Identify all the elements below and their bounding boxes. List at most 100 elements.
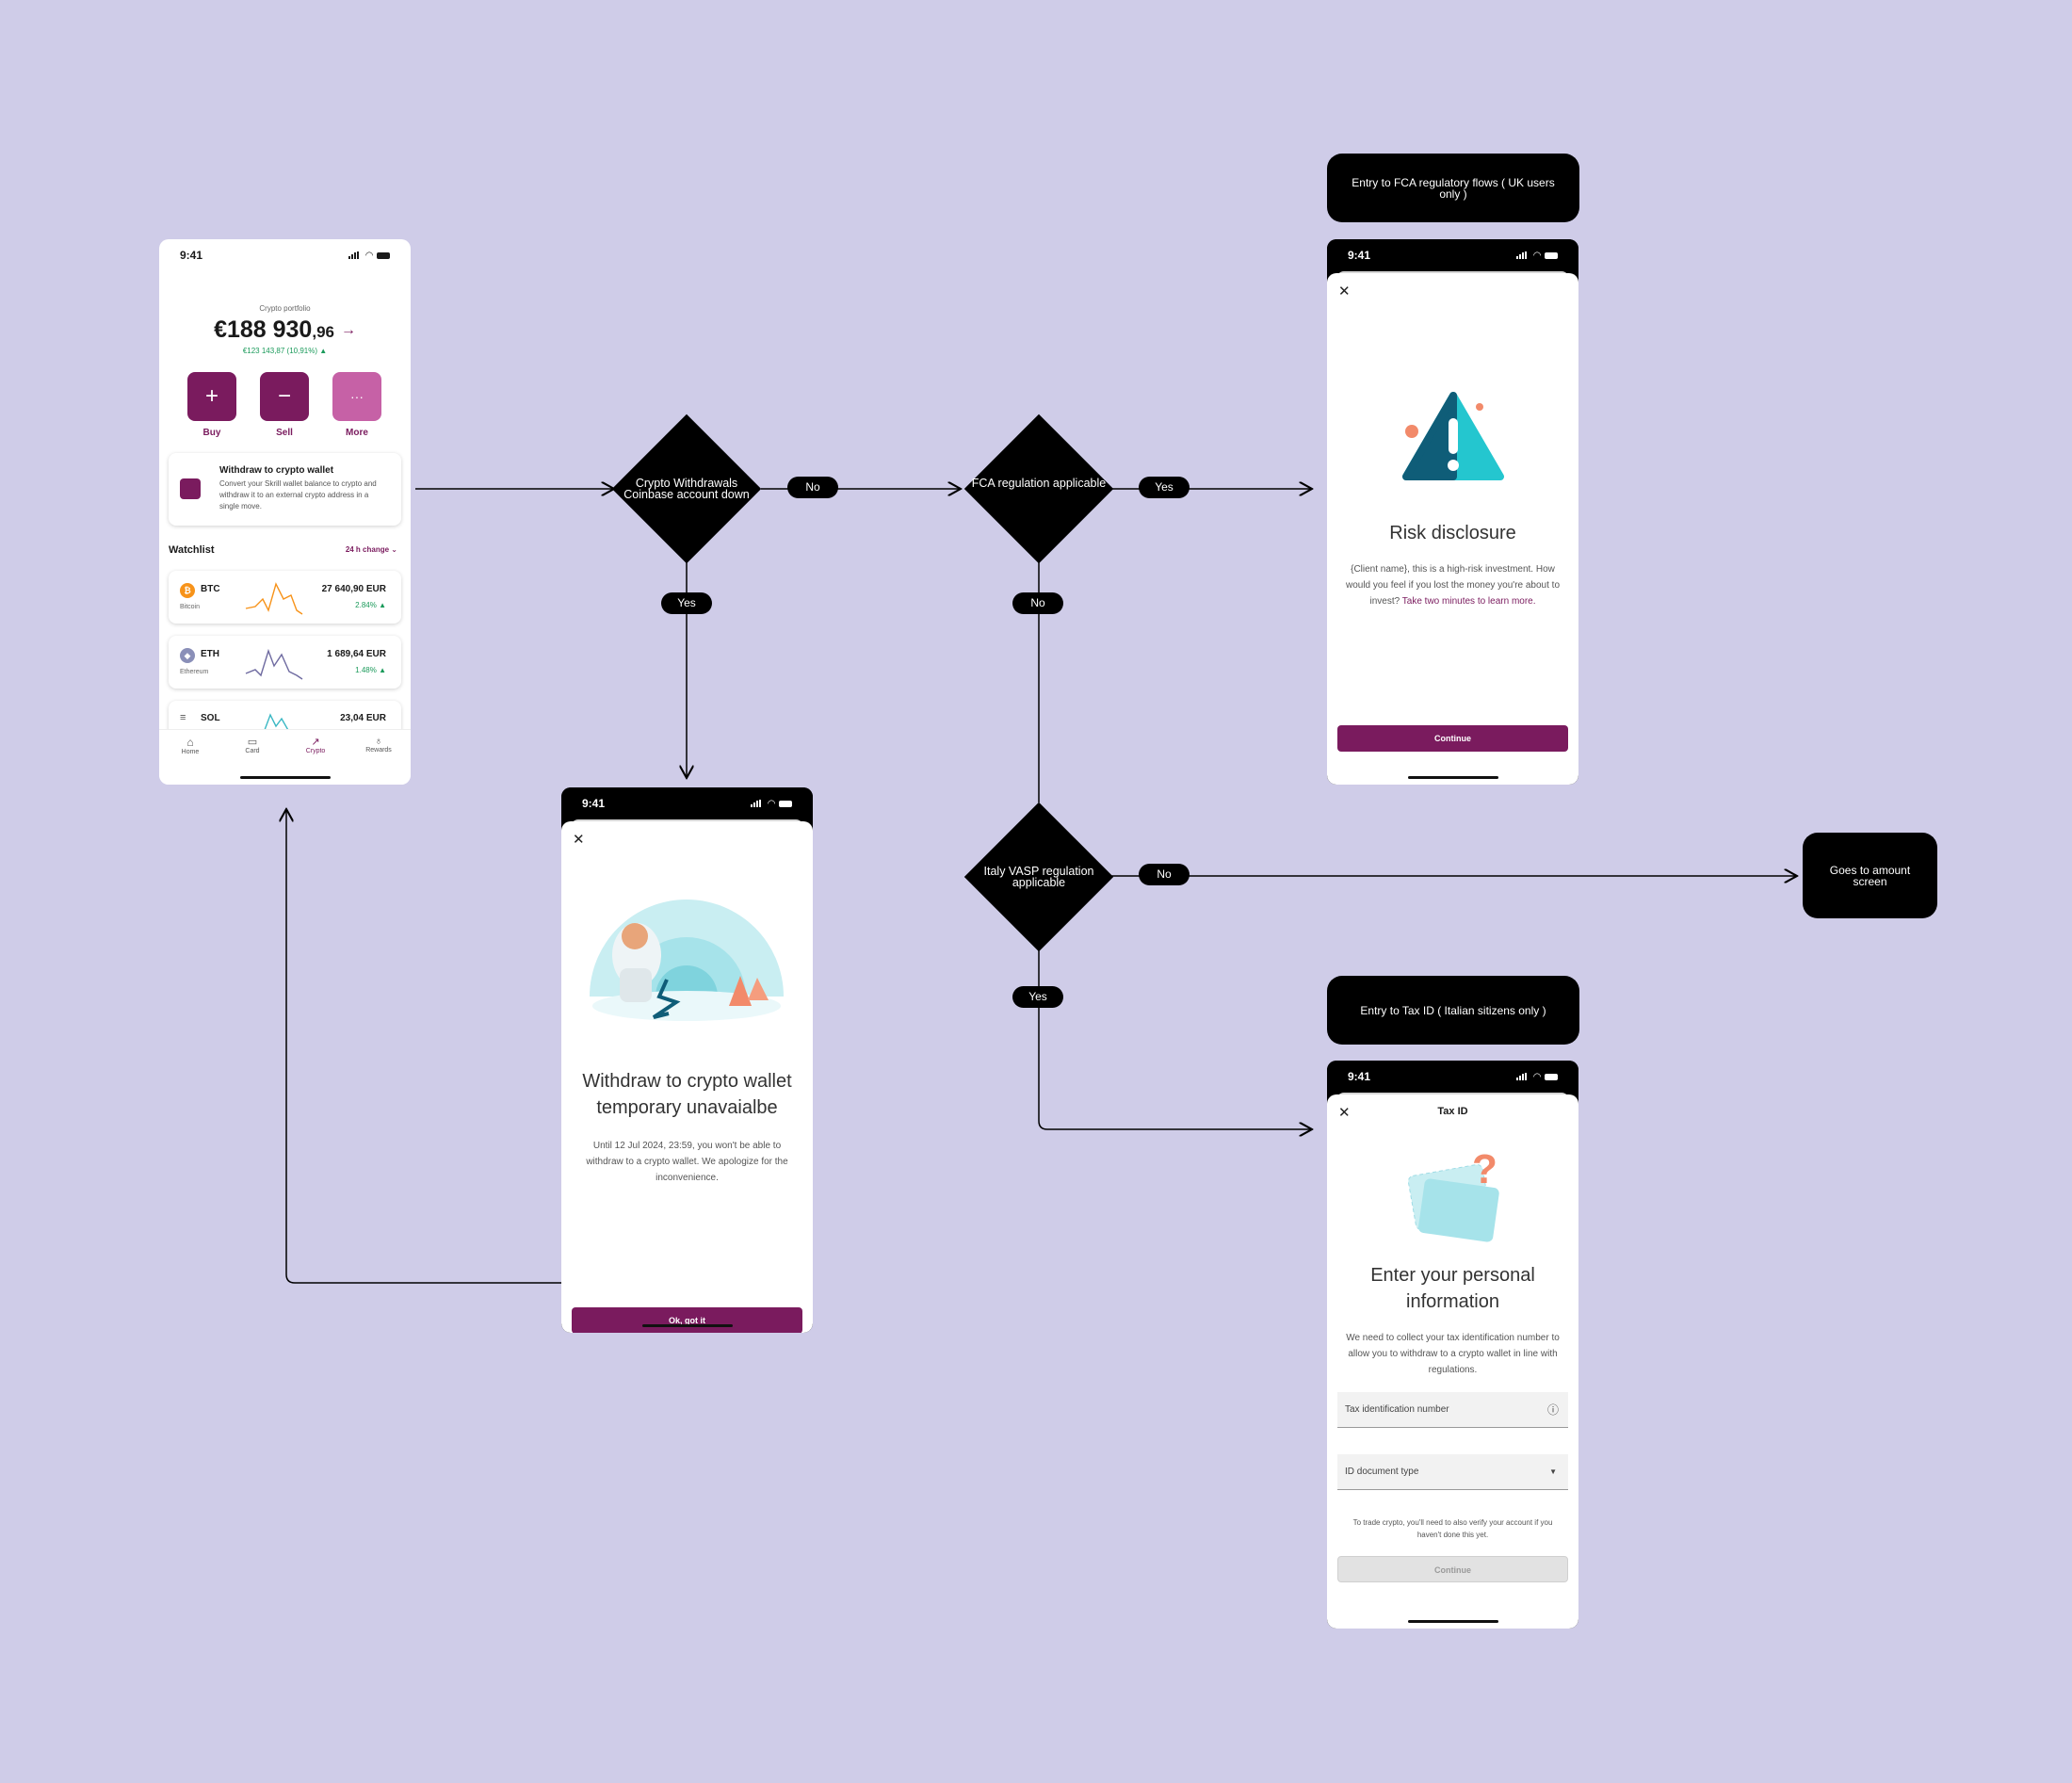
home-indicator (1407, 776, 1498, 779)
bottom-tab-bar: ⌂Home ▭Card ↗Crypto ♁Rewards (159, 729, 411, 785)
signal-icon (751, 800, 764, 807)
wifi-icon: ◠ (365, 250, 373, 261)
caret-up-icon: ▲ (379, 601, 386, 609)
risk-body-text: {Client name}, this is a high-risk inves… (1345, 564, 1561, 607)
coin-symbol: BTC (201, 584, 220, 594)
caret-down-icon: ▼ (1549, 1467, 1557, 1476)
plus-icon: + (204, 383, 219, 409)
buy-button[interactable]: + (187, 372, 236, 421)
note-fca-entry: Entry to FCA regulatory flows ( UK users… (1327, 154, 1579, 222)
pill-yes-d3: Yes (1012, 986, 1063, 1008)
solana-icon: ≡ (180, 712, 186, 723)
home-indicator (641, 1324, 733, 1327)
status-time: 9:41 (582, 797, 606, 810)
tax-id-input[interactable]: Tax identification number ⓘ (1337, 1392, 1568, 1428)
risk-title: Risk disclosure (1389, 523, 1516, 543)
taxid-footnote: To trade crypto, you'll need to also ver… (1352, 1518, 1553, 1539)
tax-id-placeholder: Tax identification number (1345, 1404, 1449, 1415)
status-bar: 9:41 ◠ (1327, 239, 1578, 271)
portfolio-amount-main: €188 930 (214, 316, 313, 343)
svg-text:?: ? (1472, 1146, 1497, 1192)
ok-got-it-button[interactable]: Ok, got it (572, 1307, 802, 1333)
wifi-icon: ◠ (1533, 250, 1541, 261)
watchlist-row-eth[interactable]: ◆ ETH Ethereum 1 689,64 EUR 1.48% ▲ (169, 636, 401, 689)
sheet-header-title: Tax ID (1437, 1106, 1468, 1117)
crypto-chart-icon: ↗ (311, 737, 320, 748)
battery-icon (1545, 1073, 1558, 1080)
status-time: 9:41 (1348, 1070, 1371, 1083)
decision-fca-label: FCA regulation applicable (971, 477, 1107, 490)
close-icon[interactable]: ✕ (1338, 1105, 1351, 1121)
withdraw-promo-card[interactable]: Withdraw to crypto wallet Convert your S… (169, 453, 401, 526)
sheet: ✕ Withdraw to crypto wallet temporary un… (561, 821, 813, 1333)
pill-no-d2: No (1012, 592, 1063, 614)
tab-crypto[interactable]: ↗Crypto (299, 736, 332, 754)
note-taxid-entry: Entry to Tax ID ( Italian sitizens only … (1327, 976, 1579, 1045)
withdraw-unavailable-screen: 9:41 ◠ ✕ Withdraw to crypto wallet tempo… (561, 787, 813, 1333)
caret-up-icon: ▲ (319, 347, 328, 355)
coin-price: 1 689,64 EUR (327, 649, 386, 659)
promo-title: Withdraw to crypto wallet (219, 465, 334, 476)
status-time: 9:41 (1348, 249, 1371, 262)
yeti-illustration (590, 900, 784, 1021)
portfolio-label: Crypto portfolio (259, 304, 311, 313)
home-icon: ⌂ (186, 736, 194, 749)
tab-rewards-label: Rewards (365, 747, 392, 754)
arrow-right-icon[interactable]: → (340, 322, 356, 338)
home-indicator (239, 776, 331, 779)
help-circle-icon[interactable]: ⓘ (1546, 1403, 1559, 1417)
coin-price: 27 640,90 EUR (321, 584, 386, 594)
pill-no-d3: No (1139, 864, 1190, 885)
pill-yes-d1: Yes (661, 592, 712, 614)
tab-card-label: Card (245, 748, 260, 754)
tab-card[interactable]: ▭Card (238, 736, 267, 754)
wifi-icon: ◠ (1533, 1071, 1541, 1082)
signal-icon (348, 251, 362, 259)
risk-body: {Client name}, this is a high-risk inves… (1340, 561, 1565, 609)
arrow-d3-to-taxid (1038, 949, 1312, 1129)
sell-button[interactable]: − (260, 372, 309, 421)
coin-change: 1.48% ▲ (355, 666, 386, 674)
portfolio-amount[interactable]: €188 930,96 → (159, 316, 411, 344)
status-time: 9:41 (180, 249, 203, 262)
status-icons: ◠ (1516, 1072, 1558, 1082)
coin-change: 2.84% ▲ (355, 601, 386, 609)
wallet-icon (180, 478, 201, 499)
status-bar: 9:41 ◠ (561, 787, 813, 819)
status-icons: ◠ (348, 251, 390, 261)
tab-home-label: Home (181, 749, 200, 755)
status-icons: ◠ (1516, 251, 1558, 261)
pill-no-d1: No (787, 477, 838, 498)
id-document-type-select[interactable]: ID document type ▼ (1337, 1454, 1568, 1490)
promo-text: Convert your Skrill wallet balance to cr… (219, 479, 377, 511)
taxid-title: Enter your personal information (1370, 1265, 1535, 1312)
close-icon[interactable]: ✕ (1338, 284, 1351, 300)
risk-disclosure-screen: 9:41 ◠ ✕ Risk disclosure {Client name}, … (1327, 239, 1578, 785)
bitcoin-icon: ₿ (180, 583, 195, 598)
buy-label: Buy (202, 428, 221, 438)
coin-price: 23,04 EUR (340, 713, 386, 723)
crypto-portfolio-screen: 9:41 ◠ Crypto portfolio €188 930,96 → €1… (159, 239, 411, 785)
home-indicator (1407, 1620, 1498, 1623)
chevron-down-icon: ⌄ (391, 545, 397, 554)
continue-button[interactable]: Continue (1337, 725, 1568, 752)
wifi-icon: ◠ (768, 798, 775, 809)
status-icons: ◠ (751, 799, 792, 809)
watchlist-title: Watchlist (169, 544, 215, 556)
battery-icon (1545, 251, 1558, 259)
learn-more-link[interactable]: Take two minutes to learn more. (1401, 596, 1536, 607)
status-bar: 9:41 ◠ (159, 239, 411, 271)
close-icon[interactable]: ✕ (573, 832, 585, 848)
tax-id-screen: 9:41 ◠ ✕ Tax ID ? Enter your personal in… (1327, 1061, 1578, 1629)
watchlist-filter[interactable]: 24 h change ⌄ (346, 545, 397, 554)
more-button[interactable]: ··· (332, 372, 381, 421)
more-dots-icon: ··· (350, 389, 364, 404)
battery-icon (377, 251, 390, 259)
tab-rewards[interactable]: ♁Rewards (362, 736, 396, 754)
taxid-body: We need to collect your tax identificati… (1346, 1333, 1560, 1375)
tab-home[interactable]: ⌂Home (176, 736, 204, 755)
coin-change-value: 2.84% (355, 601, 377, 609)
watchlist-row-btc[interactable]: ₿ BTC Bitcoin 27 640,90 EUR 2.84% ▲ (169, 571, 401, 624)
continue-button-disabled[interactable]: Continue (1337, 1556, 1568, 1582)
warning-triangle-icon (1402, 392, 1504, 480)
